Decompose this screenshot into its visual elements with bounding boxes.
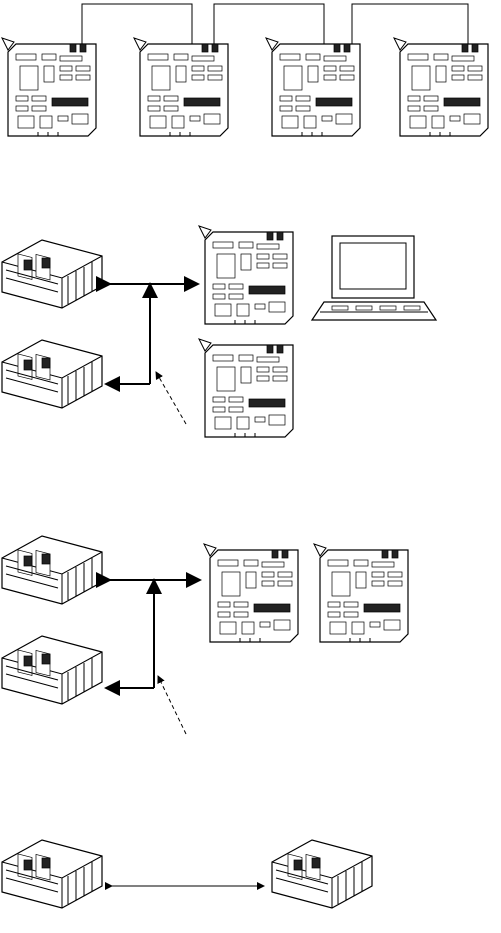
daisy-chain-section [2, 4, 488, 136]
terminal-link-section [2, 226, 436, 437]
dual-board-section [2, 536, 408, 734]
io-module-3 [2, 536, 102, 604]
controller-board-2 [134, 38, 228, 136]
controller-board-4 [394, 38, 488, 136]
io-module-5 [2, 840, 102, 908]
controller-board-3 [266, 38, 360, 136]
dashed-optional-link [156, 372, 186, 424]
cable-2-3 [214, 4, 324, 44]
controller-board-1 [2, 38, 96, 136]
cable-1-2 [82, 4, 192, 44]
controller-board-5 [199, 226, 293, 324]
terminal-icon [312, 236, 436, 320]
cable-3-4 [352, 4, 468, 44]
controller-board-7 [204, 544, 298, 642]
io-module-6 [272, 840, 372, 908]
controller-board-8 [314, 544, 408, 642]
io-module-2 [2, 340, 102, 408]
io-module-4 [2, 636, 102, 704]
peer-link-section [2, 840, 372, 908]
controller-board-6 [199, 339, 293, 437]
dashed-optional-link-2 [158, 676, 186, 734]
io-module-1 [2, 240, 102, 308]
